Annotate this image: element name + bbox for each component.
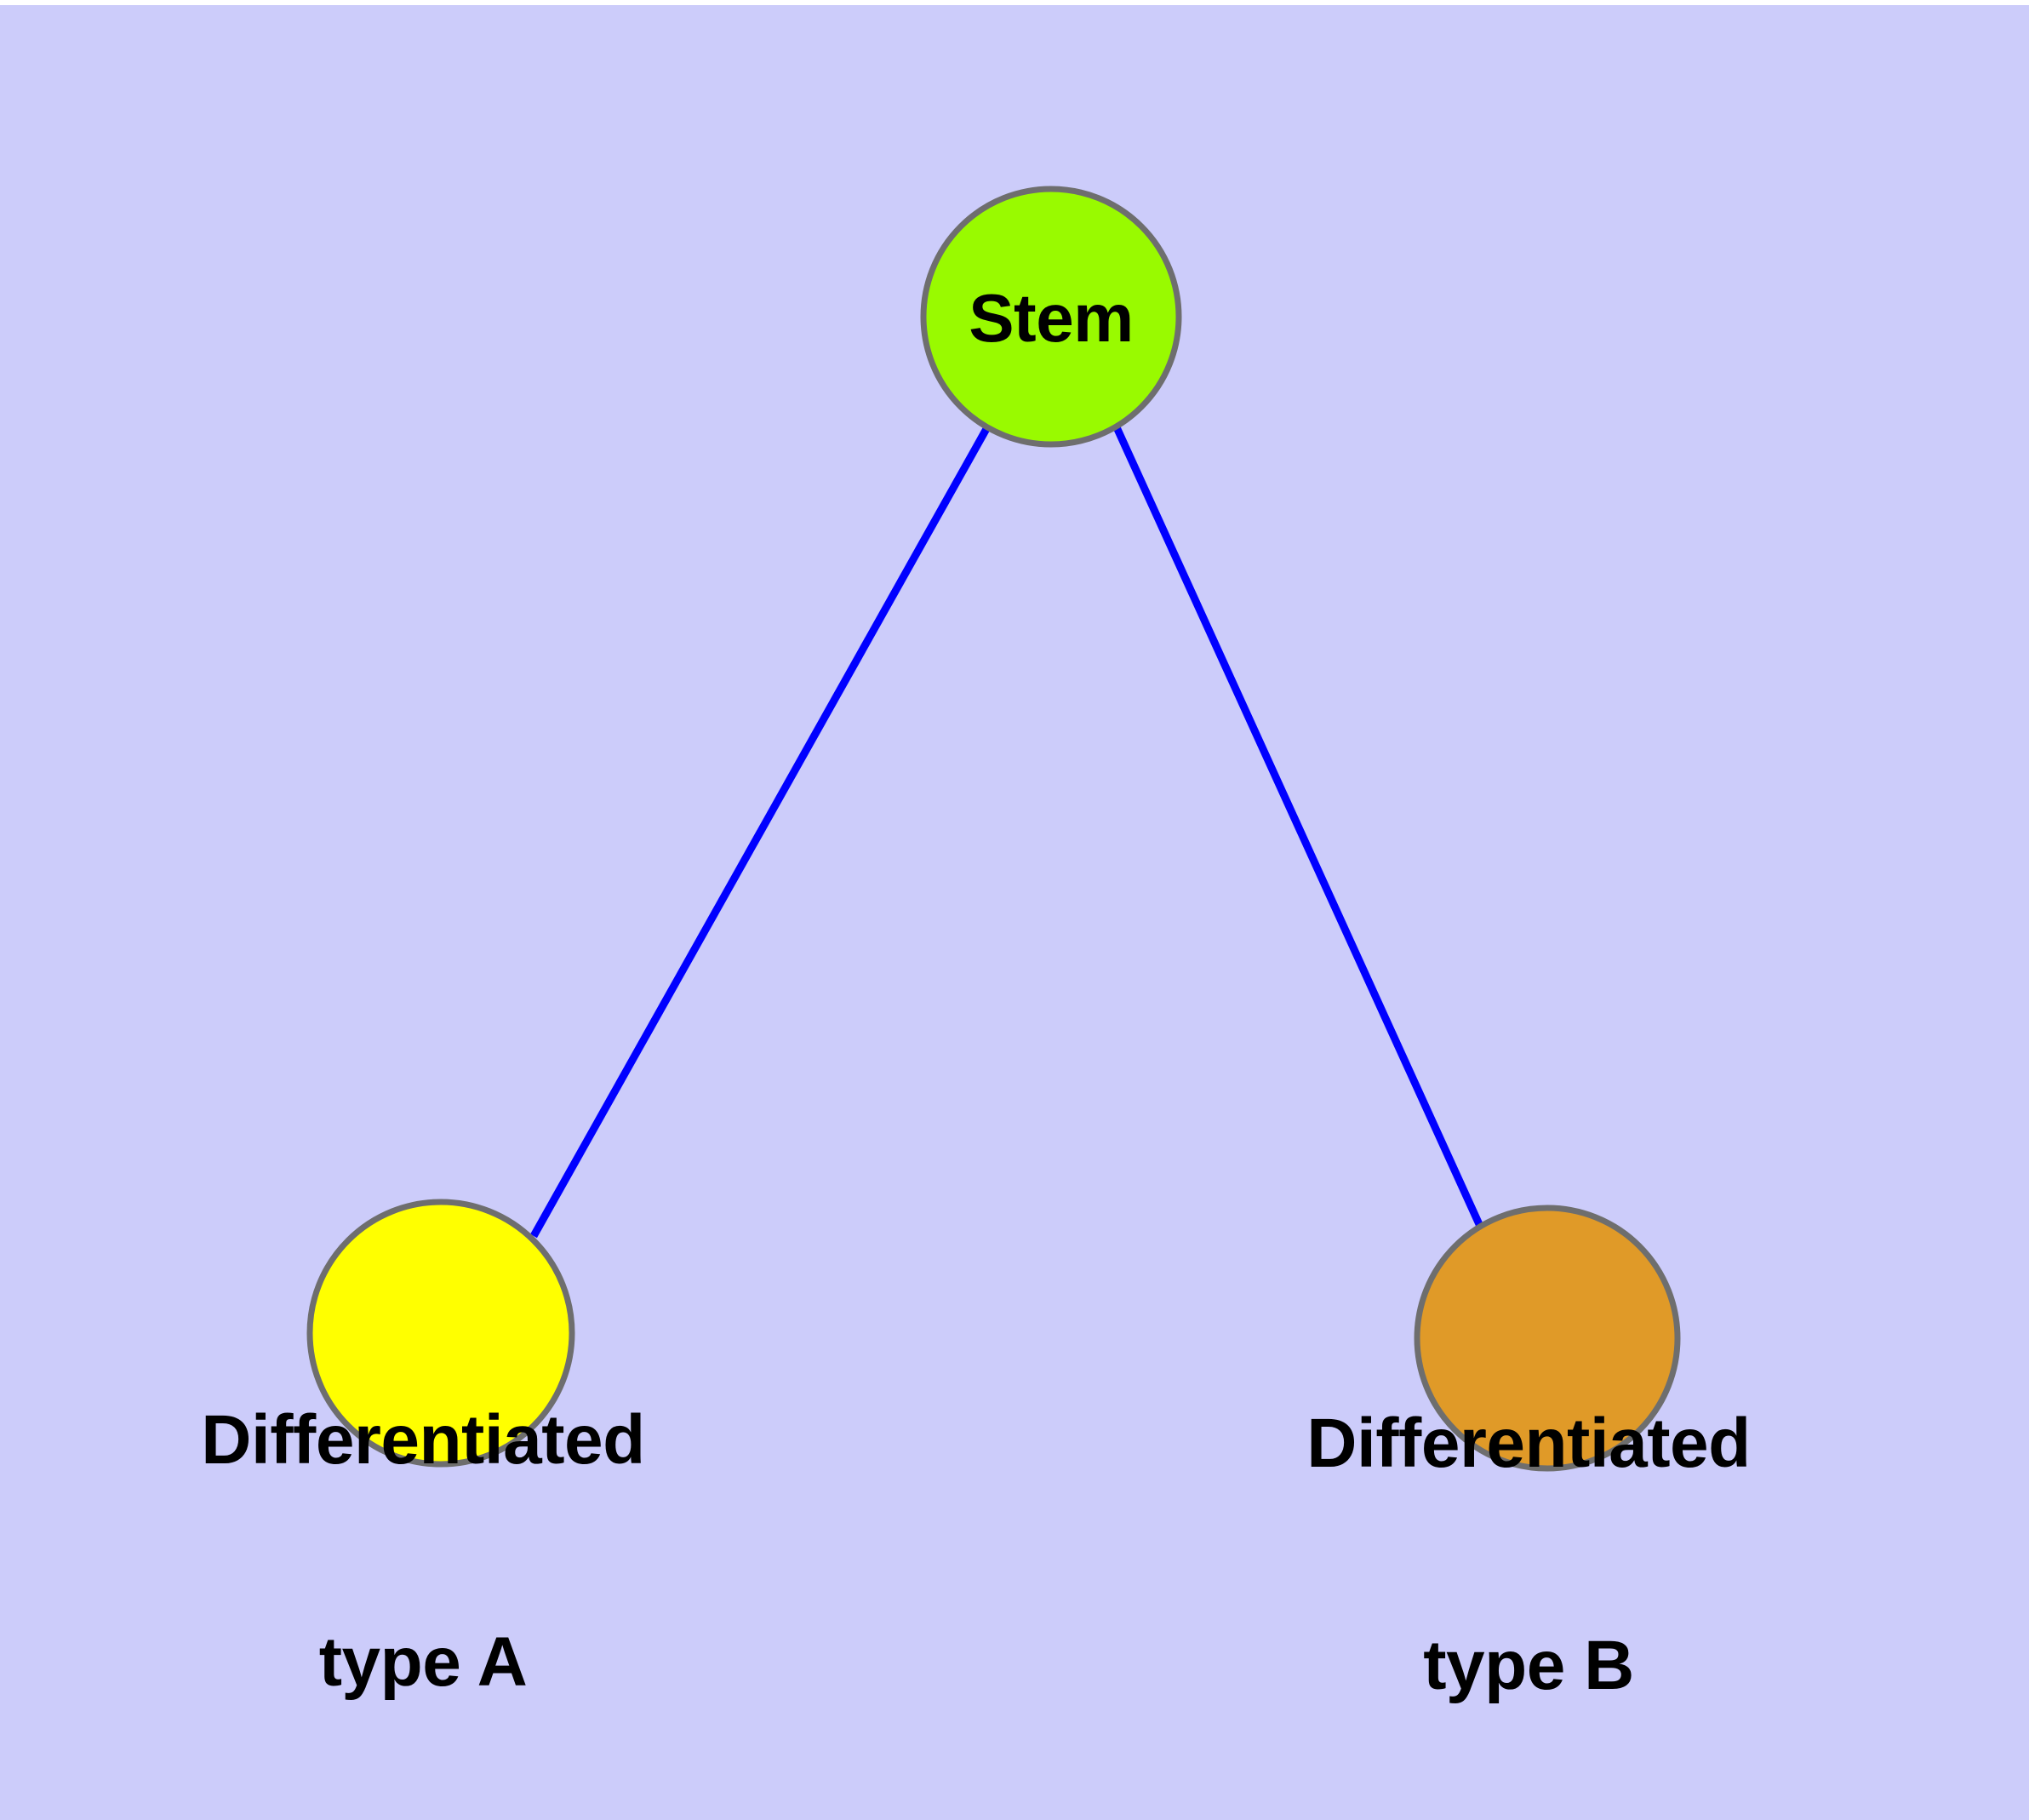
node-diff-b[interactable] xyxy=(1414,1205,1681,1472)
edge-stem-to-diff-a[interactable] xyxy=(530,425,991,1239)
top-white-strip xyxy=(0,0,2029,5)
node-diff-a[interactable] xyxy=(306,1199,575,1468)
edge-layer xyxy=(530,425,1487,1239)
edge-stem-to-diff-b[interactable] xyxy=(1112,426,1487,1233)
node-stem[interactable] xyxy=(920,186,1182,448)
node-layer xyxy=(306,186,1681,1472)
